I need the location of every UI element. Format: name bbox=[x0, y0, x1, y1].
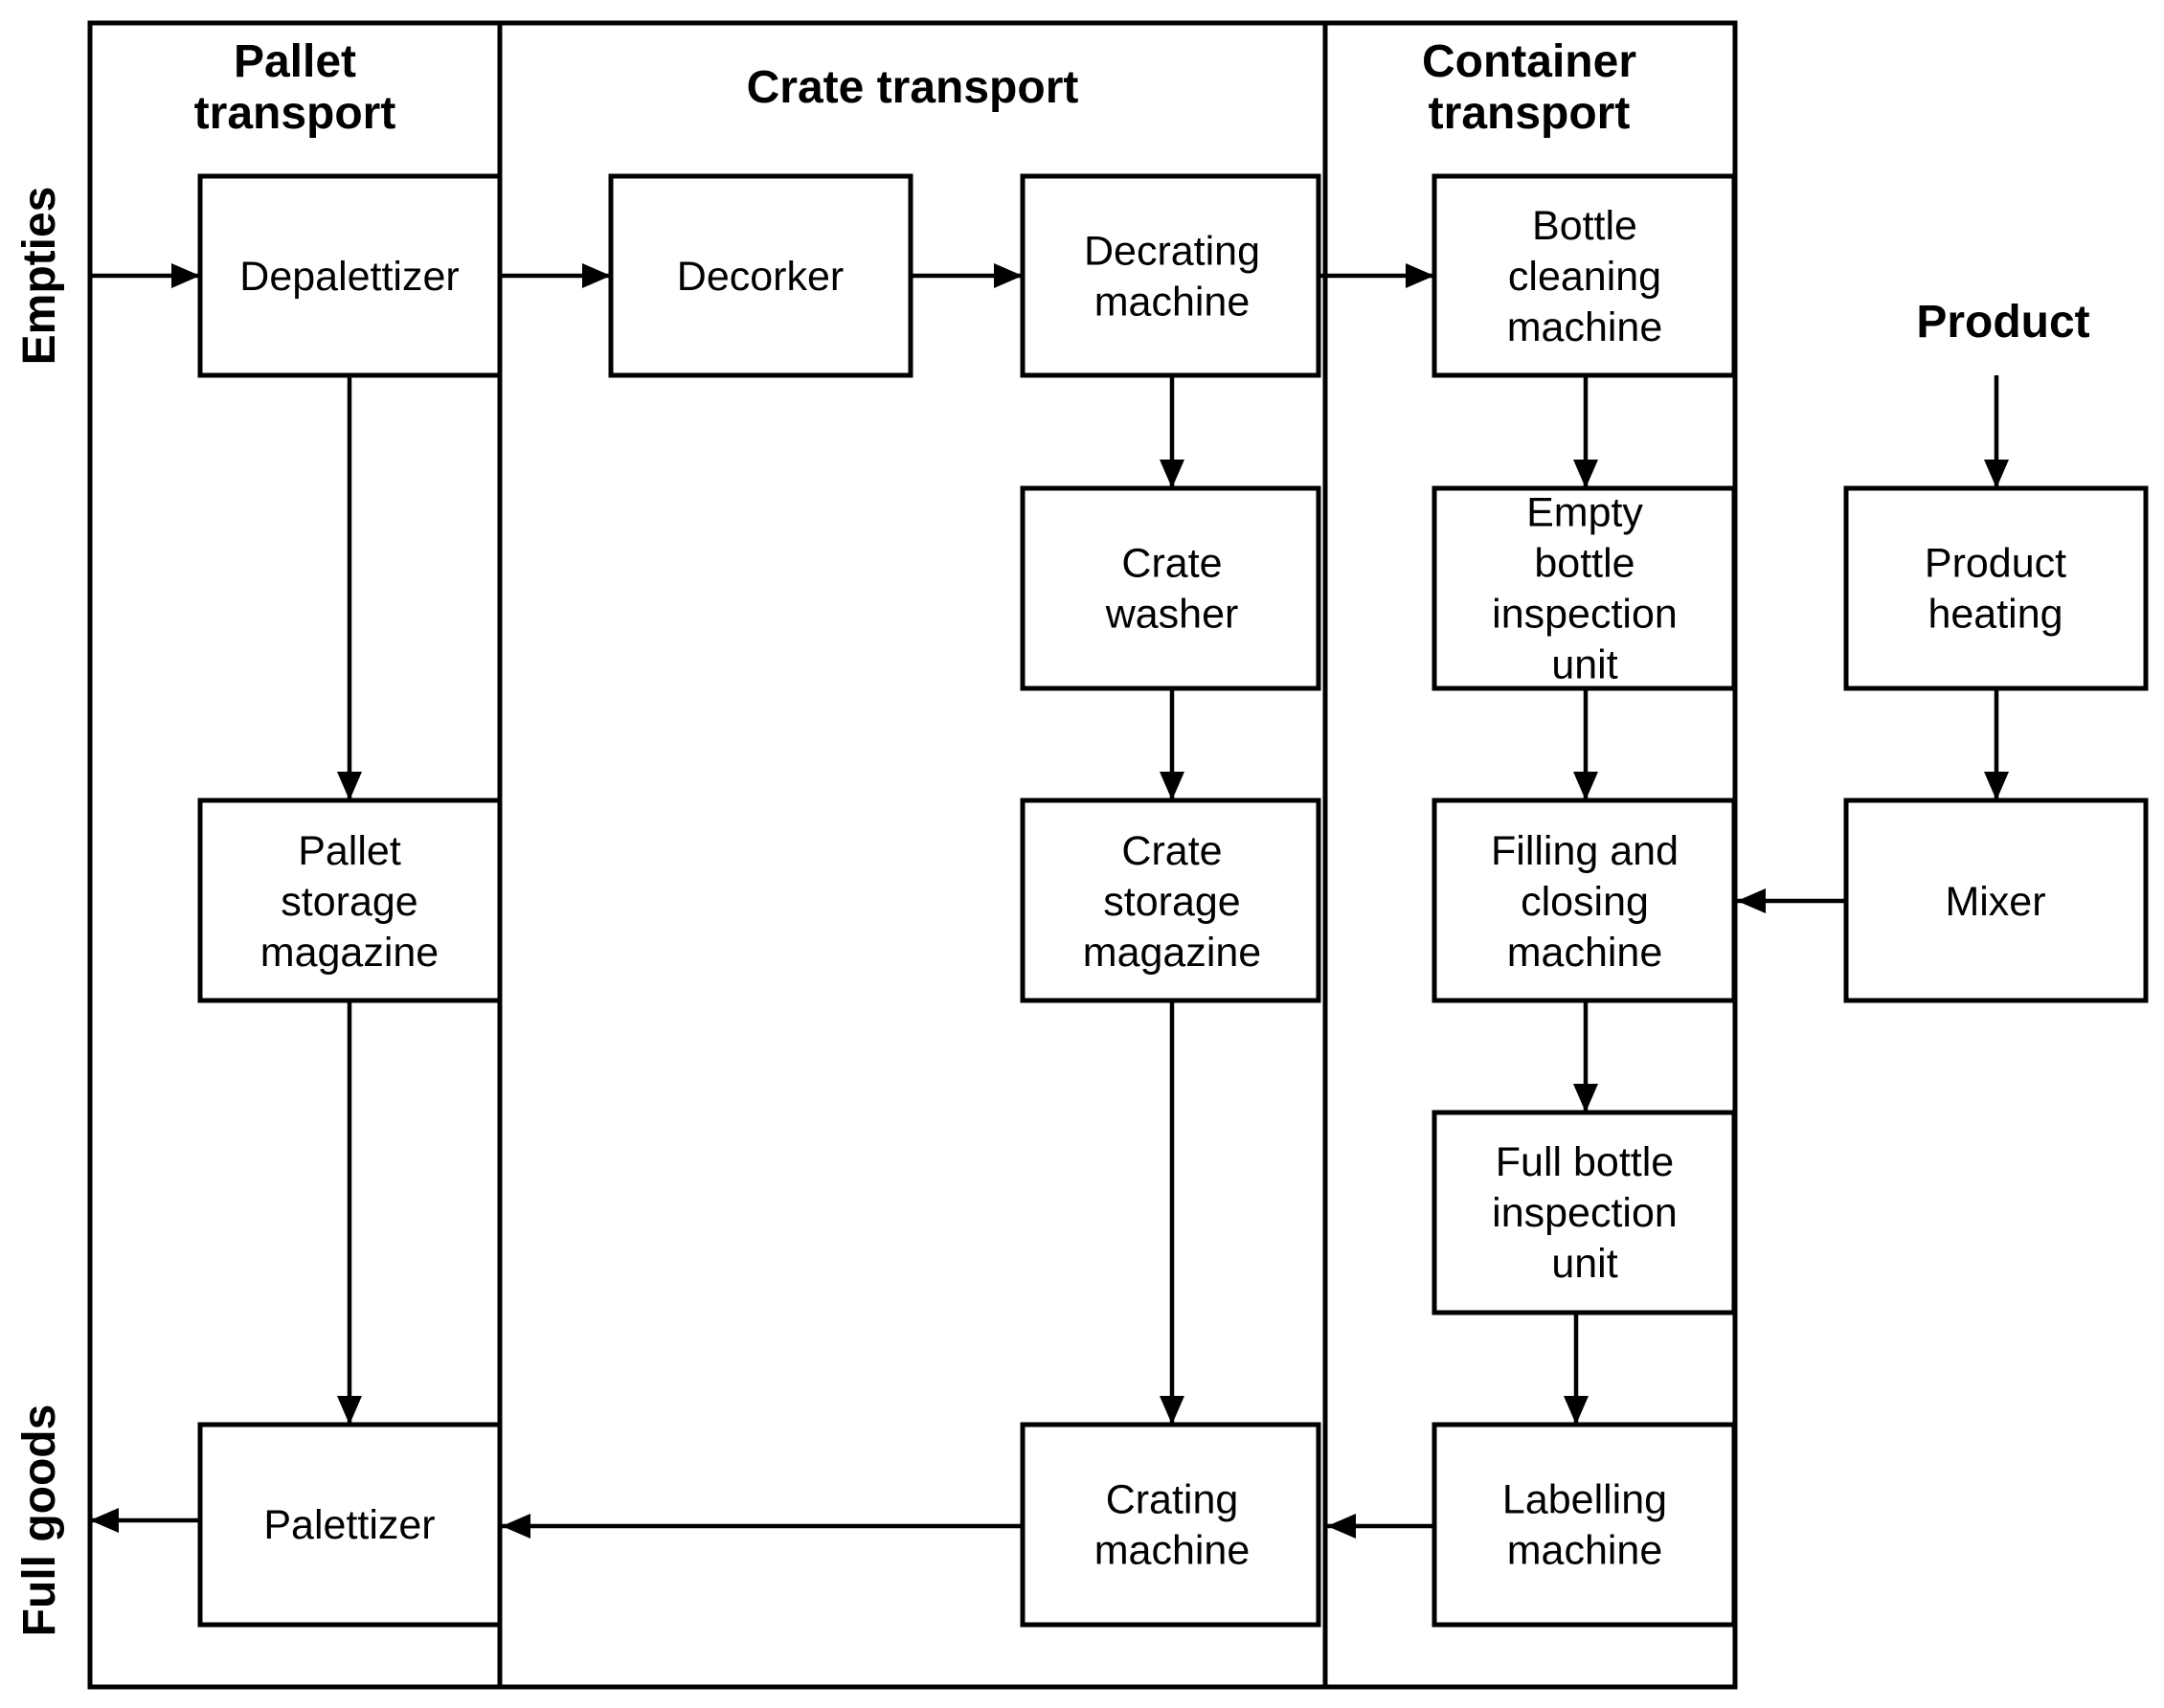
text-line: Palettizer bbox=[263, 1502, 435, 1548]
text-line: Crate bbox=[1121, 828, 1222, 874]
text-line: storage bbox=[281, 879, 417, 925]
text-line: cleaning bbox=[1508, 254, 1661, 300]
text-line: machine bbox=[1507, 930, 1663, 976]
node-palettizer: Palettizer bbox=[197, 1422, 503, 1628]
text-line: magazine bbox=[1083, 930, 1261, 976]
product-label: Product bbox=[1916, 297, 2089, 348]
text-line: machine bbox=[1507, 304, 1663, 350]
text-line: heating bbox=[1927, 592, 2063, 638]
text-line: Pallet bbox=[234, 36, 356, 87]
text-line: inspection bbox=[1492, 592, 1678, 638]
text-line: Depalettizer bbox=[239, 254, 459, 300]
text-line: machine bbox=[1094, 1528, 1251, 1574]
node-depalettizer: Depalettizer bbox=[197, 173, 503, 378]
node-mixer: Mixer bbox=[1843, 798, 2149, 1003]
node-label: Pallet storage magazine bbox=[260, 828, 439, 976]
node-labelling-machine: Labelling machine bbox=[1431, 1422, 1737, 1628]
node-label: Full bottle inspection unit bbox=[1492, 1139, 1678, 1287]
edges bbox=[90, 263, 2009, 1539]
node-product-heating: Product heating bbox=[1843, 485, 2149, 691]
text-line: Bottle bbox=[1532, 203, 1637, 249]
node-filling-and-closing-machine: Filling and closing machine bbox=[1431, 798, 1737, 1003]
text-line: Empty bbox=[1526, 490, 1643, 536]
node-label: Crating machine bbox=[1094, 1477, 1251, 1574]
full-goods-label: Full goods bbox=[14, 1405, 65, 1637]
text-line: Crating bbox=[1106, 1477, 1239, 1523]
node-crating-machine: Crating machine bbox=[1020, 1422, 1321, 1628]
text-line: transport bbox=[194, 88, 396, 139]
lane-header-crate: Crate transport bbox=[747, 62, 1079, 113]
node-label: Mixer bbox=[1945, 879, 2045, 925]
node-label: Crate washer bbox=[1105, 541, 1239, 638]
node-decrating-machine: Decrating machine bbox=[1020, 173, 1321, 378]
text-line: Filling and bbox=[1491, 828, 1679, 874]
text-line: washer bbox=[1105, 592, 1239, 638]
node-label: Depalettizer bbox=[239, 254, 459, 300]
node-label: Labelling machine bbox=[1502, 1477, 1667, 1574]
text-line: Pallet bbox=[298, 828, 401, 874]
text-line: Crate bbox=[1121, 541, 1222, 587]
node-label: Decrating machine bbox=[1084, 229, 1260, 326]
text-line: storage bbox=[1103, 879, 1240, 925]
text-line: Container bbox=[1422, 36, 1636, 87]
node-label: Decorker bbox=[677, 254, 844, 300]
text-line: machine bbox=[1507, 1528, 1663, 1574]
text-line: transport bbox=[1429, 88, 1631, 139]
node-label: Palettizer bbox=[263, 1502, 435, 1548]
node-crate-washer: Crate washer bbox=[1020, 485, 1321, 691]
text-line: magazine bbox=[260, 930, 439, 976]
text-line: machine bbox=[1094, 280, 1251, 326]
node-label: Filling and closing machine bbox=[1491, 828, 1679, 976]
text-line: Product bbox=[1925, 541, 2066, 587]
node-pallet-storage-magazine: Pallet storage magazine bbox=[197, 798, 503, 1003]
node-label: Crate storage magazine bbox=[1083, 828, 1261, 976]
text-line: closing bbox=[1521, 879, 1649, 925]
text-line: unit bbox=[1551, 1241, 1617, 1287]
node-full-bottle-inspection-unit: Full bottle inspection unit bbox=[1431, 1110, 1737, 1315]
text-line: Decorker bbox=[677, 254, 844, 300]
node-crate-storage-magazine: Crate storage magazine bbox=[1020, 798, 1321, 1003]
text-line: unit bbox=[1551, 642, 1617, 688]
node-decorker: Decorker bbox=[608, 173, 913, 378]
text-line: bottle bbox=[1534, 541, 1634, 587]
text-line: Full bottle bbox=[1496, 1139, 1674, 1185]
text-line: inspection bbox=[1492, 1190, 1678, 1236]
empties-label: Empties bbox=[14, 187, 65, 366]
text-line: Crate transport bbox=[747, 62, 1079, 113]
text-line: Decrating bbox=[1084, 229, 1260, 275]
text-line: Labelling bbox=[1502, 1477, 1667, 1523]
text-line: Mixer bbox=[1945, 879, 2045, 925]
node-label: Product heating bbox=[1925, 541, 2066, 638]
